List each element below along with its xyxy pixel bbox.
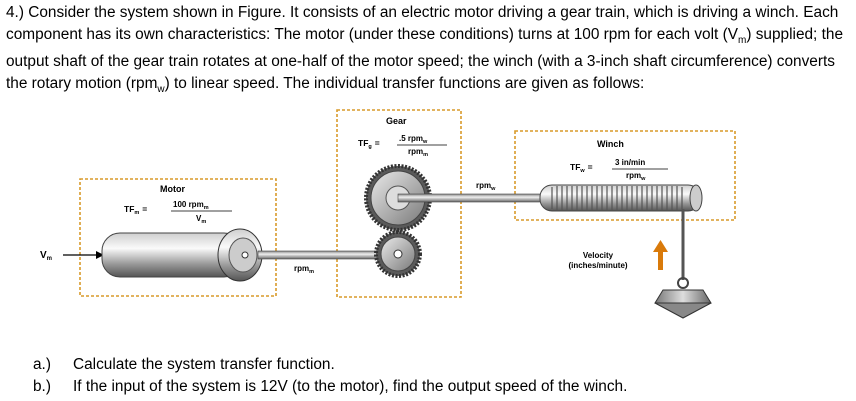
problem-text-part3: ) to linear speed. The individual transf…: [164, 74, 645, 92]
winch-tf-denominator: rpmw: [626, 171, 646, 182]
motor-box: [79, 178, 277, 297]
small-gear: [374, 230, 422, 278]
winch-title: Winch: [597, 139, 624, 149]
question-text: If the input of the system is 12V (to th…: [73, 377, 628, 395]
motor-tf-label: TFm=: [124, 204, 147, 216]
problem-number: 4.): [6, 4, 24, 21]
question-a: a.) Calculate the system transfer functio…: [33, 354, 627, 376]
gear-box: [336, 109, 462, 298]
question-label: b.): [33, 377, 51, 395]
gear-tf-denominator: rpmm: [408, 147, 428, 158]
motor-shaft: [257, 250, 387, 260]
input-label: Vm: [40, 250, 52, 262]
rpm-m-label: rpmm: [294, 264, 314, 275]
question-b: b.) If the input of the system is 12V (to…: [33, 376, 627, 398]
winch-drum: [539, 184, 703, 212]
winch-tf-numerator: 3 in/min: [615, 158, 645, 167]
questions-list: a.) Calculate the system transfer functio…: [33, 354, 627, 397]
motor-tf-numerator: 100 rpmm: [173, 200, 209, 211]
problem-sub-w: w: [157, 83, 165, 95]
gear-tf-numerator: .5 rpmw: [399, 134, 428, 145]
winch-box: [514, 130, 736, 221]
velocity-label: Velocity: [583, 251, 614, 260]
problem-statement: 4.) Consider the system shown in Figure.…: [6, 2, 852, 100]
winch-tf-label: TFw=: [570, 162, 593, 174]
motor-tf-denominator: Vm: [196, 214, 206, 225]
velocity-arrow: [653, 240, 668, 270]
problem-text-part2: ) supplied; the output shaft of the gear…: [6, 25, 844, 92]
gear-tf-label: TFg=: [358, 138, 380, 150]
velocity-units-label: (inches/minute): [568, 261, 627, 270]
question-text: Calculate the system transfer function.: [73, 356, 335, 373]
question-label: a.): [33, 356, 51, 373]
rpm-w-label: rpmw: [476, 181, 496, 192]
problem-sub-m: m: [737, 34, 747, 46]
input-arrow-head: [96, 251, 104, 259]
output-shaft: [397, 193, 559, 203]
hanging-weight: [654, 277, 712, 319]
gear-title: Gear: [386, 116, 407, 126]
motor-drawing: [101, 228, 263, 282]
motor-title: Motor: [160, 184, 185, 194]
problem-text-part1: Consider the system shown in Figure. It …: [6, 4, 839, 43]
